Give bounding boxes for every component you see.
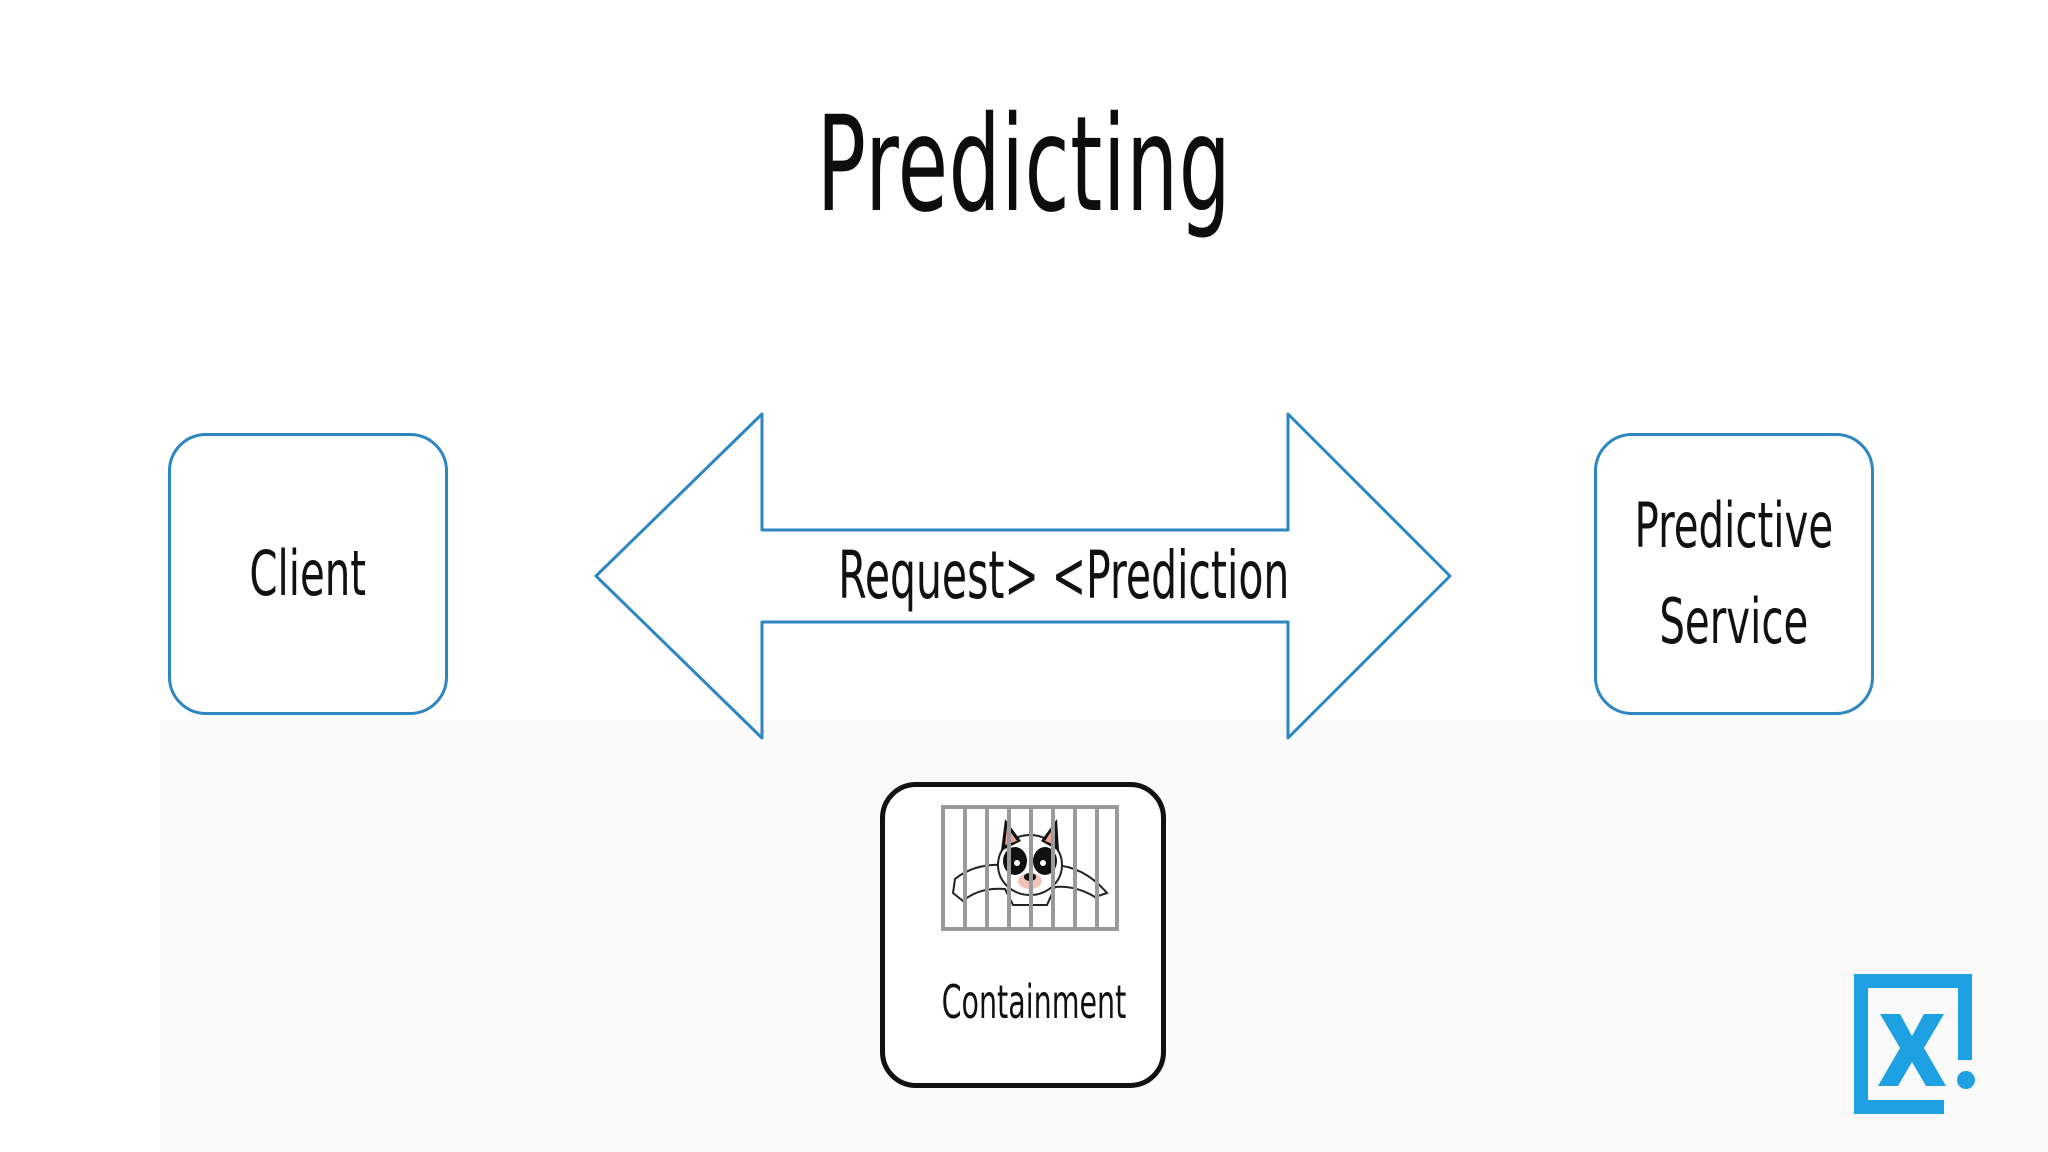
double-arrow-icon	[594, 412, 1452, 740]
page-title: Predicting	[816, 88, 1232, 242]
predictive-service-box: Predictive Service	[1594, 433, 1874, 715]
client-label: Client	[249, 537, 367, 610]
caged-dog-icon	[941, 805, 1119, 931]
service-label-wrap: Predictive Service	[1597, 436, 1871, 712]
arrow-label-wrap: Request> <Prediction	[700, 536, 1348, 616]
x-logo-icon	[1854, 974, 1975, 1114]
containment-label-wrap: Containment	[885, 972, 1161, 1032]
containment-box: Containment	[880, 782, 1166, 1088]
service-label: Predictive Service	[1634, 489, 1834, 658]
arrow-label: Request> <Prediction	[838, 537, 1290, 614]
containment-label: Containment	[941, 975, 1127, 1029]
client-box: Client	[168, 433, 448, 715]
client-label-wrap: Client	[171, 436, 445, 712]
